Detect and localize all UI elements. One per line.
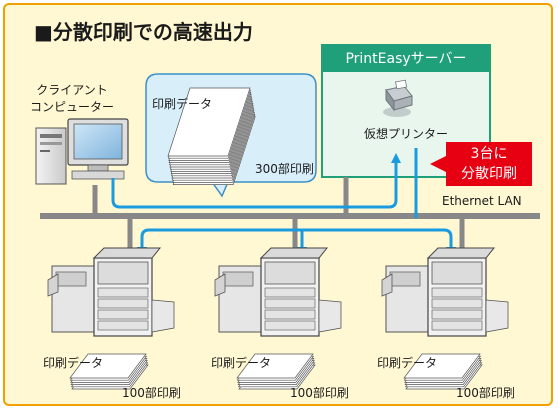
client-computer-icon (35, 118, 129, 185)
printer-1-icon (47, 247, 175, 390)
bubble-data-label: 印刷データ (152, 97, 213, 111)
printer-2-icon (214, 247, 342, 390)
printer-3-count-label: 100部印刷 (456, 386, 515, 400)
virtual-printer-icon (383, 79, 413, 117)
client-label: クライアント コンピューター (22, 82, 122, 116)
flow-distribution-line (140, 228, 453, 252)
server-title: PrintEasyサーバー (345, 51, 467, 67)
printer-3-doc-label: 印刷データ (377, 356, 438, 370)
distributed-print-callout (430, 142, 532, 186)
printer-2-count-label: 100部印刷 (290, 386, 349, 400)
printer-2-doc-label: 印刷データ (211, 356, 272, 370)
printers-group (47, 247, 509, 390)
client-label-line1: クライアント (36, 83, 108, 97)
paper-stack-300 (167, 87, 256, 185)
server-box (321, 44, 491, 178)
diagram-title: ■分散印刷での高速出力 (34, 20, 253, 44)
callout-line1: 3台に (470, 146, 508, 162)
printer-3-icon (381, 247, 509, 390)
ethernet-lan-label: Ethernet LAN (442, 194, 522, 208)
callout-text: 3台に 分散印刷 (446, 144, 532, 184)
virtual-printer-label: 仮想プリンター (363, 127, 448, 141)
printer-1-count-label: 100部印刷 (122, 386, 181, 400)
callout-line2: 分散印刷 (461, 166, 517, 182)
printer-1-doc-label: 印刷データ (43, 356, 104, 370)
bubble-count-label: 300部印刷 (255, 162, 314, 176)
client-label-line2: コンピューター (29, 100, 114, 114)
flow-arrow-to-server (111, 153, 401, 209)
